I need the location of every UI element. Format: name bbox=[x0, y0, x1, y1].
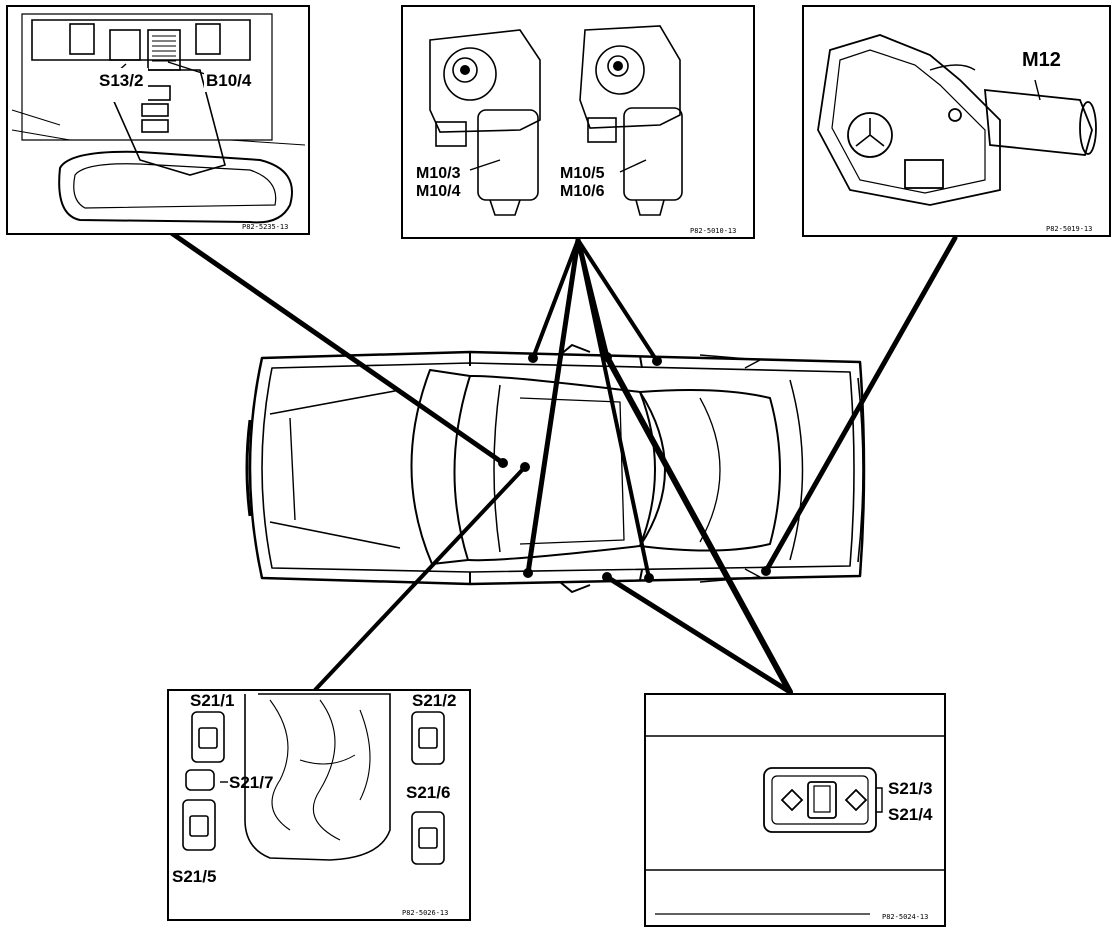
console-code: P82-5026-13 bbox=[402, 909, 448, 917]
motor-label-m10-3: M10/3 bbox=[416, 165, 461, 182]
panel-window-motors: M10/3 M10/4 M10/5 M10/6 P82-5010-13 bbox=[401, 5, 755, 239]
leader-lines bbox=[167, 229, 958, 695]
sunroof-label-m12: M12 bbox=[1022, 49, 1061, 71]
motors-code: P82-5010-13 bbox=[690, 227, 736, 235]
overhead-code: P82-5235-13 bbox=[242, 223, 288, 231]
sunroof-code: P82-5019-13 bbox=[1046, 225, 1092, 233]
location-markers bbox=[498, 352, 771, 583]
console-label-s21-1: S21/1 bbox=[190, 691, 234, 710]
motor-label-m10-6: M10/6 bbox=[560, 183, 605, 200]
overhead-label-s13-2: S13/2 bbox=[99, 71, 143, 90]
door-label-s21-3: S21/3 bbox=[888, 779, 932, 798]
panel-console-switches: S21/1 S21/2 S21/7 S21/6 S21/5 P82-5026-1… bbox=[167, 689, 471, 921]
motor-label-m10-5: M10/5 bbox=[560, 165, 605, 182]
door-code: P82-5024-13 bbox=[882, 913, 928, 921]
door-label-s21-4: S21/4 bbox=[888, 805, 933, 824]
panel-overhead-control: S13/2 B10/4 P82-5235-13 bbox=[6, 5, 310, 235]
console-label-s21-7: S21/7 bbox=[229, 773, 273, 792]
panel-door-switch: S21/3 S21/4 P82-5024-13 bbox=[644, 693, 946, 927]
motor-label-m10-4: M10/4 bbox=[416, 183, 461, 200]
panel-sunroof-motor: M12 P82-5019-13 bbox=[802, 5, 1111, 237]
console-label-s21-6: S21/6 bbox=[406, 783, 450, 802]
console-label-s21-2: S21/2 bbox=[412, 691, 456, 710]
console-label-s21-5: S21/5 bbox=[172, 867, 216, 886]
overhead-label-b10-4: B10/4 bbox=[206, 71, 252, 90]
